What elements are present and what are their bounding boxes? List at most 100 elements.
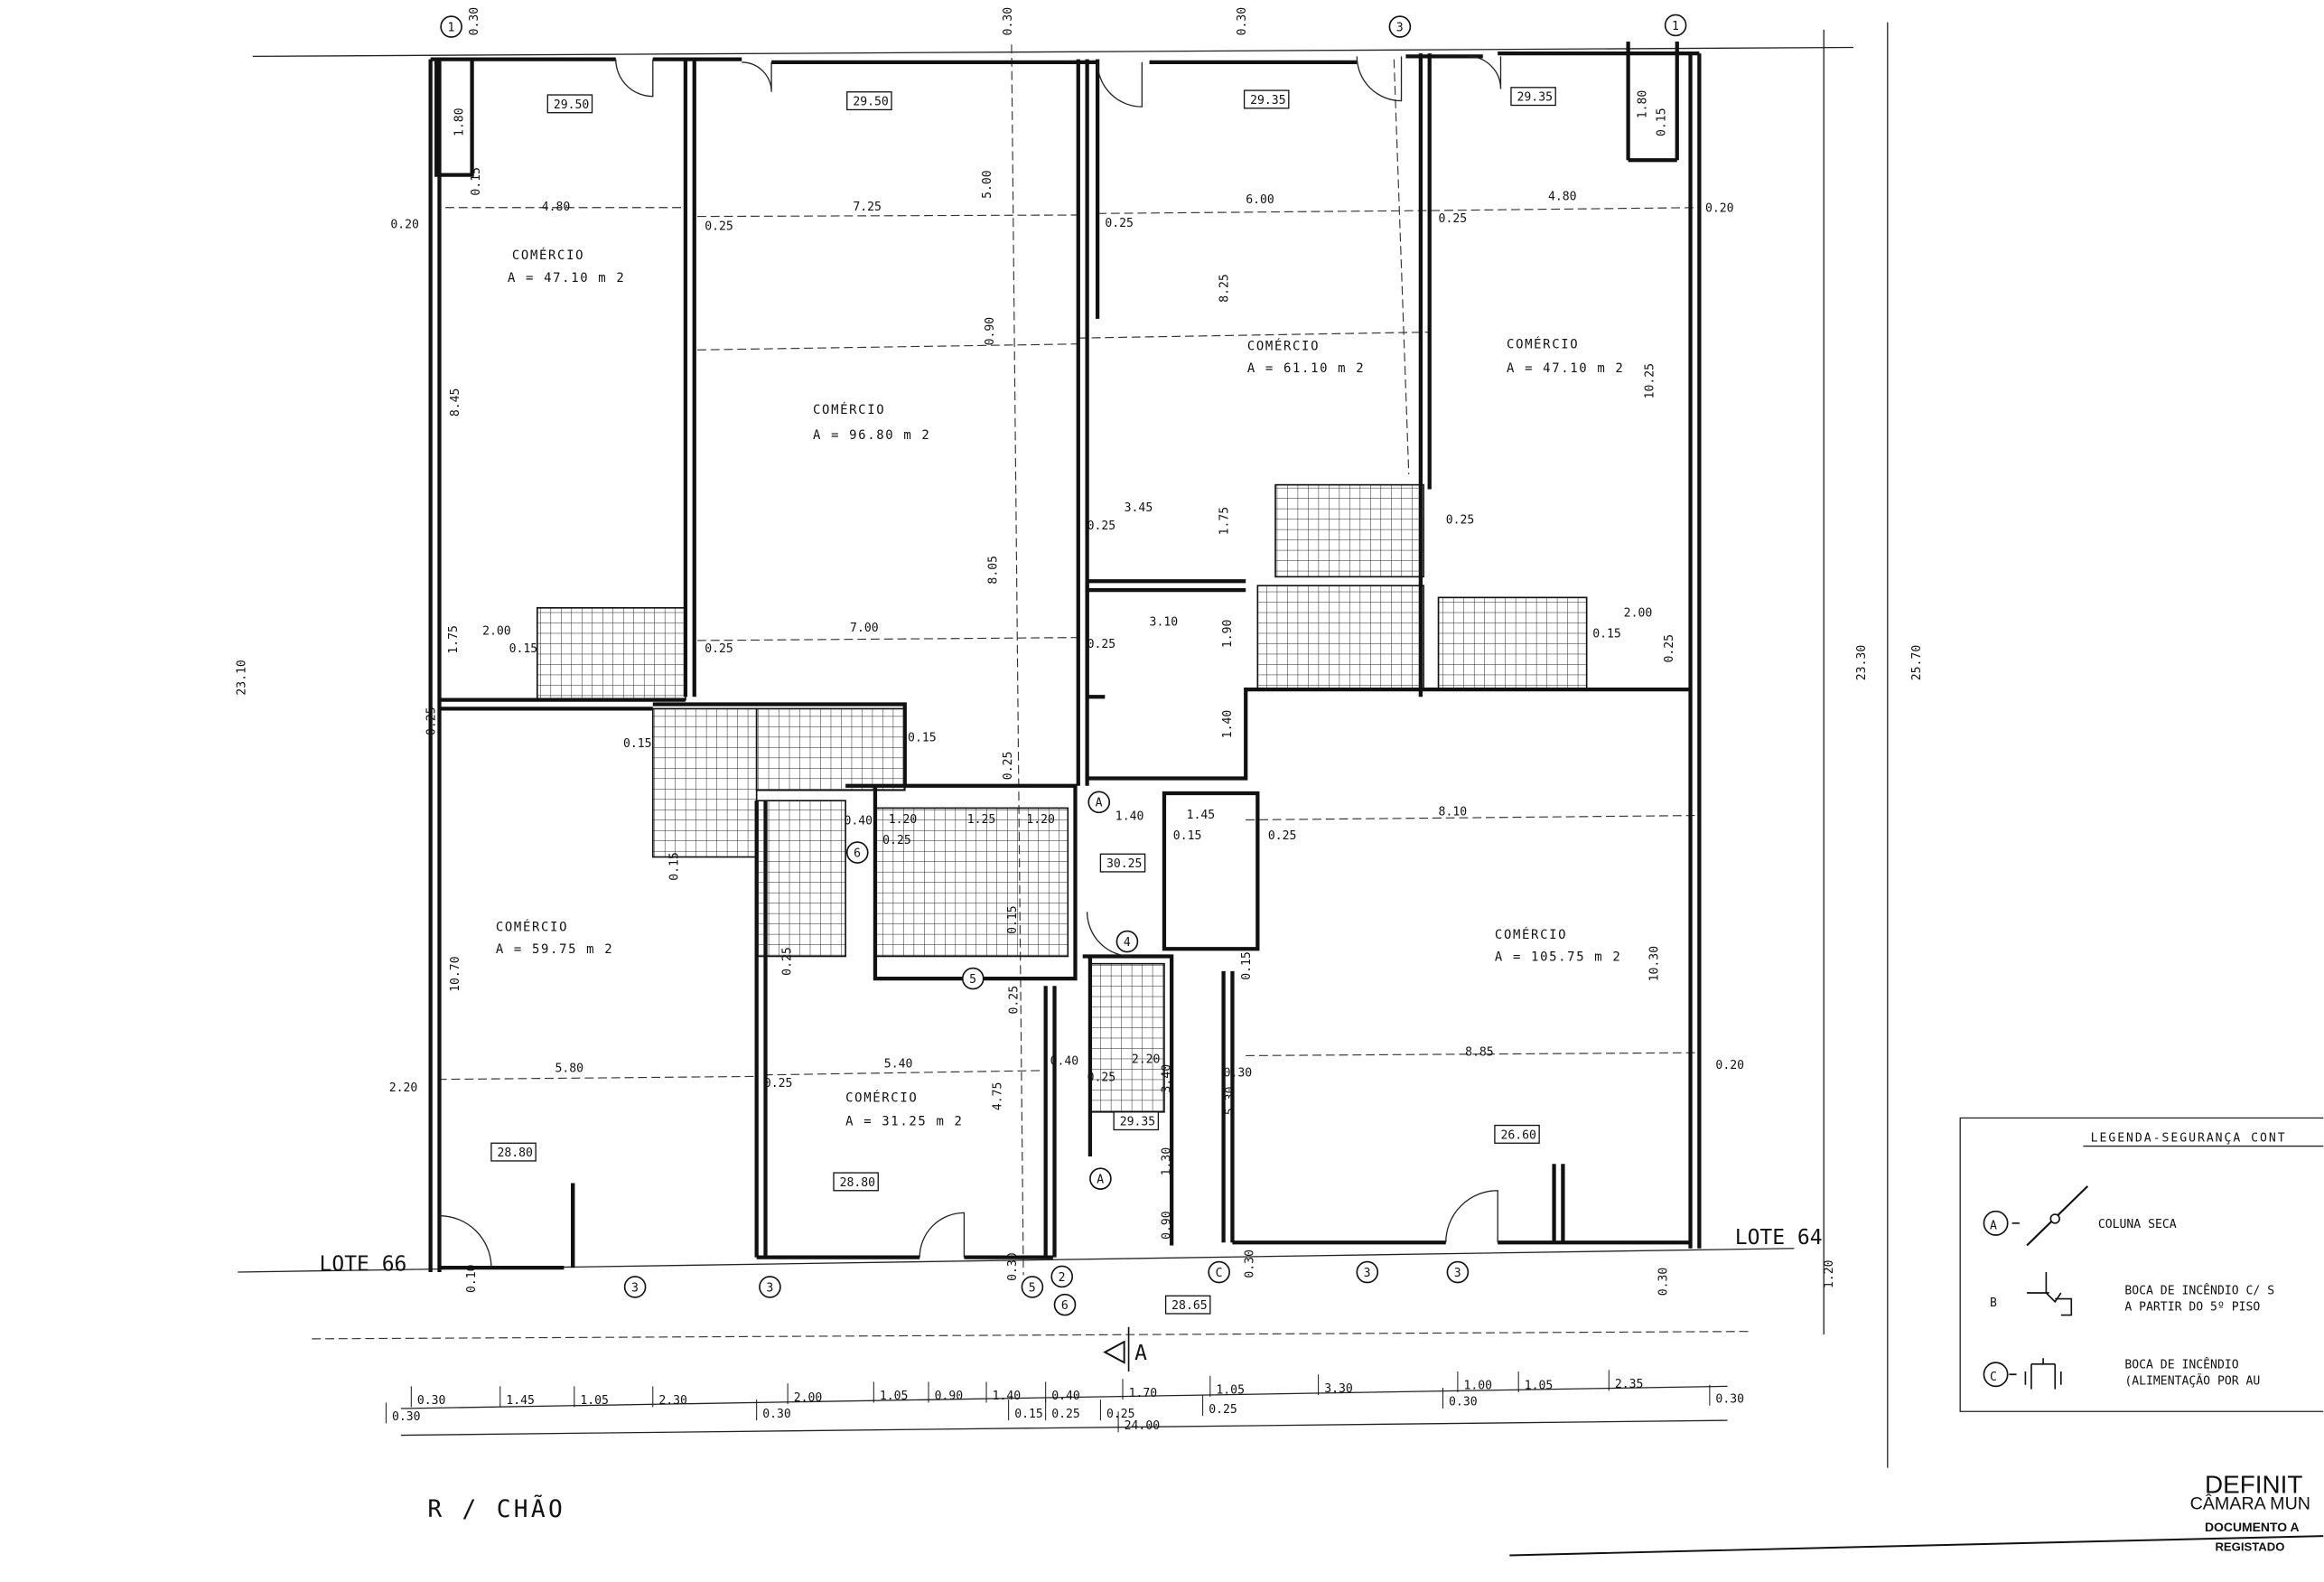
dimension-label: 0.30 [1006, 1252, 1020, 1281]
twin-hydrant-icon [2009, 1358, 2062, 1390]
elevation-label: 29.35 [1113, 1111, 1160, 1131]
dimension-label: 2.20 [389, 1081, 418, 1095]
dimension-label: 0.25 [1087, 1071, 1116, 1084]
svg-text:A: A [1097, 1174, 1104, 1187]
dimension-label: 1.05 [580, 1394, 609, 1408]
dimension-label: 2.00 [794, 1391, 823, 1405]
room-labels: COMÉRCIO A = 47.10 m 2 COMÉRCIO A = 96.8… [496, 248, 1623, 1129]
grid-marker: 1 [440, 15, 462, 38]
dimension-label: 0.25 [1087, 520, 1116, 533]
dimension-label: 1.75 [447, 625, 461, 654]
construction-lines [238, 22, 1889, 1468]
dimension-label: 0.25 [425, 707, 439, 735]
svg-text:REGISTADO: REGISTADO [2215, 1540, 2284, 1554]
dimension-label: 1.05 [1216, 1384, 1245, 1398]
dry-riser-icon [2011, 1185, 2089, 1247]
grid-marker: C [1208, 1260, 1230, 1284]
dimension-label: 0.25 [1663, 634, 1676, 663]
dimension-label: 0.15 [1014, 1408, 1043, 1421]
dimension-label: 24.00 [1125, 1419, 1161, 1433]
approval-stamp: DEFINIT CÂMARA MUN DOCUMENTO A REGISTADO [1509, 1471, 2324, 1557]
dimension-label: 3.45 [1125, 501, 1153, 515]
elevation-label: 30.25 [1099, 853, 1146, 873]
elevation-label: 28.80 [490, 1142, 537, 1162]
dimension-label: 3.30 [1324, 1382, 1353, 1396]
dimension-label: 23.10 [236, 660, 249, 696]
elevation-label: 29.50 [846, 91, 892, 111]
dimension-label: 8.10 [1439, 806, 1468, 819]
dimension-label: 1.40 [993, 1390, 1022, 1403]
room-name: COMÉRCIO [1247, 338, 1320, 353]
svg-text:5: 5 [1029, 1281, 1036, 1295]
svg-text:C: C [1216, 1267, 1223, 1280]
svg-text:28.80: 28.80 [497, 1147, 533, 1160]
svg-text:(ALIMENTAÇÃO POR AU: (ALIMENTAÇÃO POR AU [2124, 1374, 2260, 1389]
dimension-label: 2.00 [482, 624, 511, 638]
svg-text:5: 5 [969, 973, 976, 987]
dimension-label: 0.40 [844, 814, 873, 828]
dimension-label: 8.85 [1465, 1045, 1494, 1059]
elevation-label: 29.35 [1510, 87, 1556, 107]
legend-item-c: C BOCA DE INCÊNDIO (ALIMENTAÇÃO POR AU [1983, 1358, 2260, 1390]
dimension-label: 8.45 [449, 388, 462, 417]
svg-text:A: A [1990, 1219, 1997, 1232]
room-name: COMÉRCIO [1507, 337, 1579, 352]
svg-text:3: 3 [631, 1281, 639, 1295]
dimension-label: 0.15 [908, 732, 937, 745]
dimension-label: 0.25 [1105, 217, 1134, 230]
dimension-label: 2.20 [1132, 1053, 1161, 1067]
dimension-label: 1.45 [506, 1394, 535, 1408]
svg-text:BOCA DE INCÊNDIO C/ S: BOCA DE INCÊNDIO C/ S [2124, 1284, 2274, 1298]
dimension-label: 5.40 [884, 1058, 913, 1072]
dimension-label: 8.05 [987, 556, 1001, 585]
dimension-label: 3.40 [1161, 1064, 1174, 1093]
dimension-label: 1.05 [880, 1390, 909, 1403]
elevation-label: 28.80 [833, 1172, 879, 1192]
grid-marker: 6 [845, 841, 869, 864]
dimension-label: 0.20 [1715, 1059, 1744, 1072]
dimension-label: 0.25 [705, 642, 733, 656]
dimension-label: 1.70 [1129, 1387, 1158, 1400]
dimension-label: 10.30 [1647, 946, 1661, 982]
dimension-label: 0.90 [984, 317, 997, 346]
grid-marker: 5 [961, 967, 985, 990]
section-marker[interactable]: A [1103, 1326, 1147, 1371]
dimension-label: 1.90 [1221, 619, 1235, 648]
lot-label: LOTE 66 [320, 1252, 407, 1276]
dimension-label: 10.70 [449, 956, 462, 992]
room-area: A = 96.80 m 2 [813, 428, 930, 443]
dimension-label: 1.80 [453, 108, 467, 136]
dimension-label: 1.30 [1161, 1147, 1174, 1176]
dimension-label: 23.30 [1855, 645, 1869, 681]
dimension-label: 1.40 [1115, 810, 1144, 824]
room-area: A = 31.25 m 2 [845, 1115, 963, 1129]
dimension-label: 0.15 [1592, 628, 1621, 641]
svg-text:29.35: 29.35 [1120, 1116, 1155, 1129]
dimension-label: 0.25 [882, 834, 911, 847]
hydrant-icon [2027, 1272, 2073, 1316]
room-area: A = 105.75 m 2 [1495, 950, 1621, 964]
room-area: A = 59.75 m 2 [496, 942, 613, 957]
elevation-label: 28.65 [1164, 1295, 1211, 1315]
dimension-label: 5.00 [981, 170, 994, 199]
svg-text:3: 3 [1364, 1267, 1371, 1280]
dimension-label: 0.25 [1087, 638, 1116, 651]
dimension-label: 0.20 [390, 219, 419, 232]
svg-text:28.80: 28.80 [840, 1176, 876, 1190]
dimension-label: 0.40 [1051, 1390, 1080, 1403]
dimension-label: 1.00 [1463, 1380, 1492, 1393]
dimension-label: 6.00 [1246, 193, 1274, 207]
svg-text:26.60: 26.60 [1500, 1128, 1536, 1142]
dimension-label: 8.25 [1218, 274, 1232, 303]
dimension-label: 0.25 [1002, 752, 1015, 781]
dimension-label: 0.15 [1240, 951, 1254, 980]
dimension-label: 1.20 [889, 813, 918, 827]
legend-item-a: A COLUNA SECA [1983, 1185, 2177, 1247]
dimension-label: 0.25 [1209, 1403, 1237, 1417]
grid-marker: A [1087, 791, 1111, 814]
elevation-label: 29.50 [546, 94, 593, 114]
dimension-label: 0.90 [1161, 1211, 1174, 1240]
dimension-label: 1.75 [1218, 507, 1232, 536]
